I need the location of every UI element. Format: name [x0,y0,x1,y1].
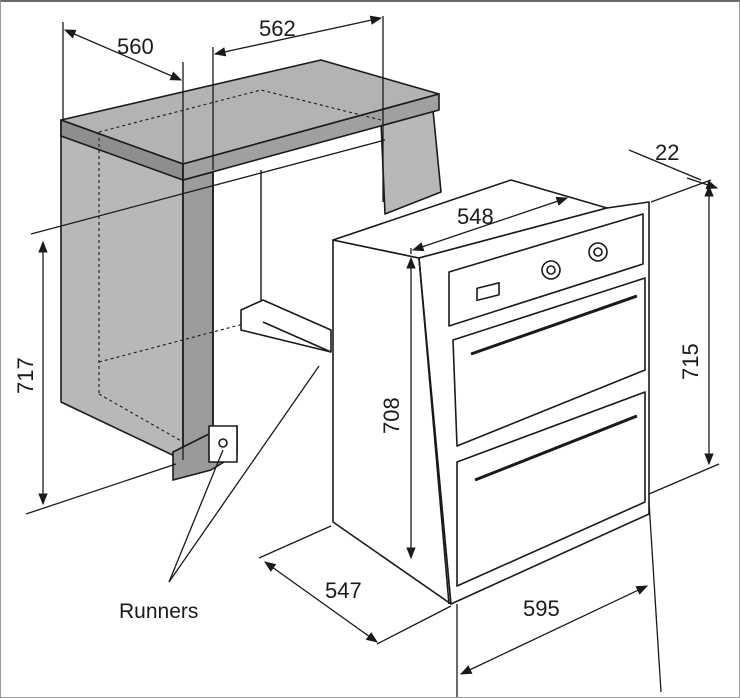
cabinet-right-panel [380,109,442,215]
dim-label-548: 548 [457,204,494,229]
dimension-labels: 560 562 717 548 22 708 715 547 595 Runne… [13,16,703,623]
runners-label: Runners [119,600,198,623]
dimension-lines [25,15,720,697]
runner-leader-back [168,365,320,583]
dim-line-547 [264,561,378,643]
runner-back [240,299,332,353]
dim-label-715: 715 [678,343,703,380]
lower-door [456,391,646,587]
dim-line-548 [411,196,569,252]
cabinet-left-panel-edge [182,171,214,461]
dim-label-22: 22 [655,140,679,165]
dim-line-560 [63,29,183,81]
dim-label-547: 547 [325,578,362,603]
upper-door [452,277,646,447]
dim-line-562 [213,15,383,57]
dim-label-560: 560 [117,34,154,59]
display-icon [476,282,500,302]
runner-leader-front [168,449,224,583]
dim-label-717: 717 [13,357,38,394]
oven [332,179,650,605]
dim-label-708: 708 [379,397,404,434]
dim-line-595 [459,585,649,675]
dim-label-595: 595 [523,596,560,621]
dim-label-562: 562 [259,16,296,41]
